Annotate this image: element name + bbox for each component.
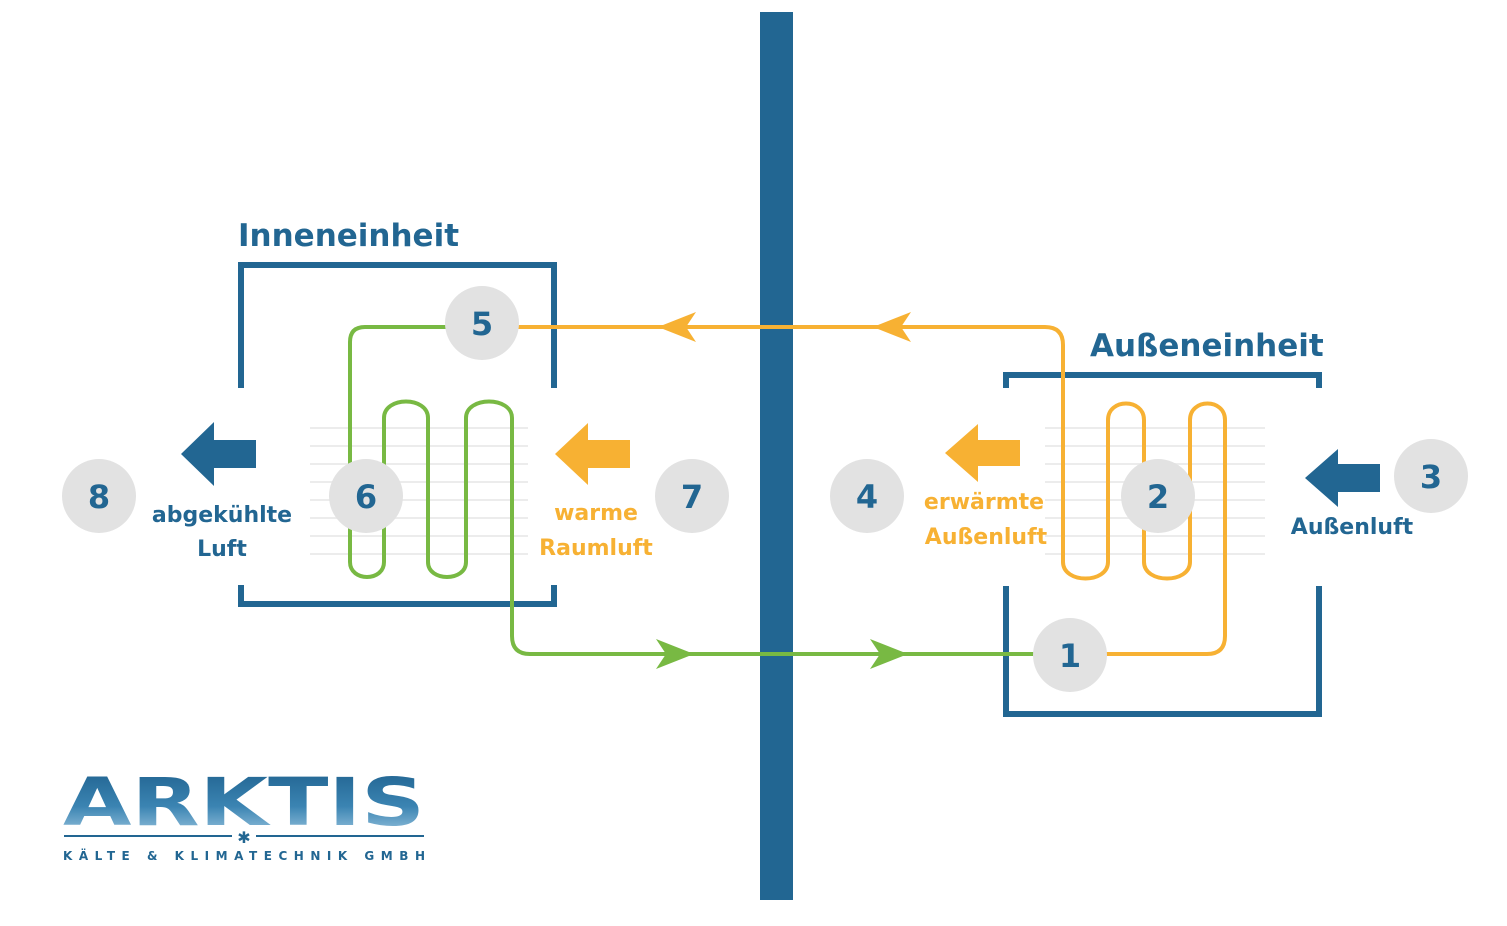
warm-room-air-arrow-icon <box>555 423 630 485</box>
cooled-air-arrow-icon <box>181 422 256 486</box>
outside-air-label: Außenluft <box>1291 515 1414 540</box>
node-1: 1 <box>1033 618 1107 692</box>
node-2-number: 2 <box>1147 478 1169 516</box>
node-3-number: 3 <box>1420 458 1442 496</box>
node-2: 2 <box>1121 459 1195 533</box>
warm-room-air-label-line1: warme <box>554 501 638 526</box>
node-8-number: 8 <box>88 478 110 516</box>
cooled-air-label-line1: abgekühlte <box>152 503 292 528</box>
warm-room-air-label-line2: Raumluft <box>539 536 653 561</box>
snowflake-icon: ✱ <box>237 828 250 847</box>
logo-tagline: KÄLTE & KLIMATECHNIK GMBH <box>63 848 425 863</box>
cooled-air-label-line2: Luft <box>197 537 247 562</box>
outdoor-unit-frame <box>1003 372 1322 717</box>
arktis-logo: ARKTIS ✱ KÄLTE & KLIMATECHNIK GMBH <box>63 764 425 863</box>
outdoor-unit-title: Außeneinheit <box>1090 328 1324 364</box>
node-8: 8 <box>62 459 136 533</box>
node-6-number: 6 <box>355 478 377 516</box>
warmed-outside-air-label-line2: Außenluft <box>925 525 1048 550</box>
building-wall <box>760 12 793 900</box>
orange-flow-arrow-right <box>873 312 911 342</box>
indoor-unit-title: Inneneinheit <box>238 218 459 254</box>
outside-air-arrow-icon <box>1305 449 1380 507</box>
node-3: 3 <box>1394 439 1468 513</box>
node-7-number: 7 <box>681 478 703 516</box>
node-7: 7 <box>655 459 729 533</box>
node-6: 6 <box>329 459 403 533</box>
green-flow-arrow-left <box>656 639 694 669</box>
node-5-number: 5 <box>471 305 493 343</box>
green-refrigerant-line <box>348 325 1035 656</box>
node-4: 4 <box>830 459 904 533</box>
node-4-number: 4 <box>856 478 878 516</box>
logo-wordmark: ARKTIS <box>63 764 425 841</box>
warmed-outside-air-arrow-icon <box>945 424 1020 482</box>
warmed-outside-air-label-line1: erwärmte <box>924 490 1044 515</box>
node-1-number: 1 <box>1059 637 1081 675</box>
green-flow-arrow-right <box>870 639 908 669</box>
orange-flow-arrow-left <box>658 312 696 342</box>
node-5: 5 <box>445 286 519 360</box>
